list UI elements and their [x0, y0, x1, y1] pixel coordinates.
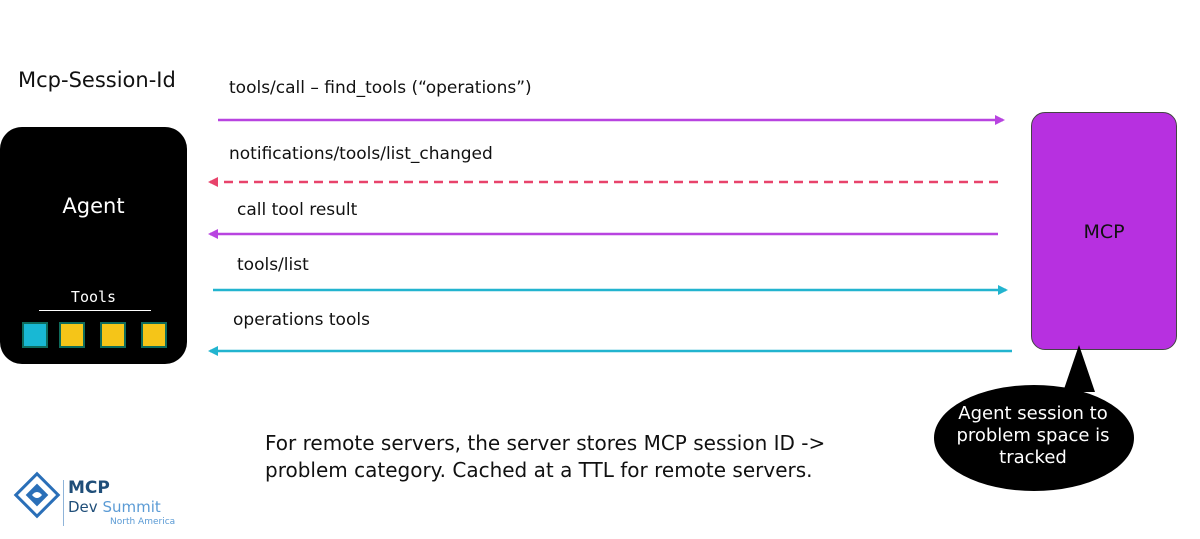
logo-region: North America	[110, 517, 176, 527]
tools-divider	[39, 310, 151, 311]
tool-square	[22, 322, 48, 348]
logo-title: MCP	[68, 478, 110, 498]
agent-box: Agent Tools	[0, 127, 187, 364]
message-label-tools-list: tools/list	[237, 255, 309, 275]
callout-text: Agent session to problem space is tracke…	[956, 403, 1110, 468]
tools-label: Tools	[70, 288, 117, 306]
mcp-title: MCP	[1083, 221, 1125, 243]
logo-subtitle: Dev Summit	[68, 498, 161, 516]
tool-square	[59, 322, 85, 348]
logo-divider	[63, 480, 64, 526]
footnote: For remote servers, the server stores MC…	[265, 431, 826, 482]
callout-bubble	[934, 385, 1134, 491]
tool-square	[141, 322, 167, 348]
message-label-call-tool-result: call tool result	[237, 200, 358, 220]
mcp-logo-icon	[13, 471, 61, 519]
mcp-server-box: MCP	[1031, 112, 1177, 350]
tool-square	[100, 322, 126, 348]
session-id-label: Mcp-Session-Id	[18, 68, 176, 92]
agent-title: Agent	[62, 194, 125, 218]
callout-pointer	[1063, 345, 1095, 392]
message-label-operations-tools: operations tools	[233, 310, 370, 330]
message-label-list-changed: notifications/tools/list_changed	[229, 144, 493, 164]
message-label-find-tools: tools/call – find_tools (“operations”)	[229, 78, 532, 98]
